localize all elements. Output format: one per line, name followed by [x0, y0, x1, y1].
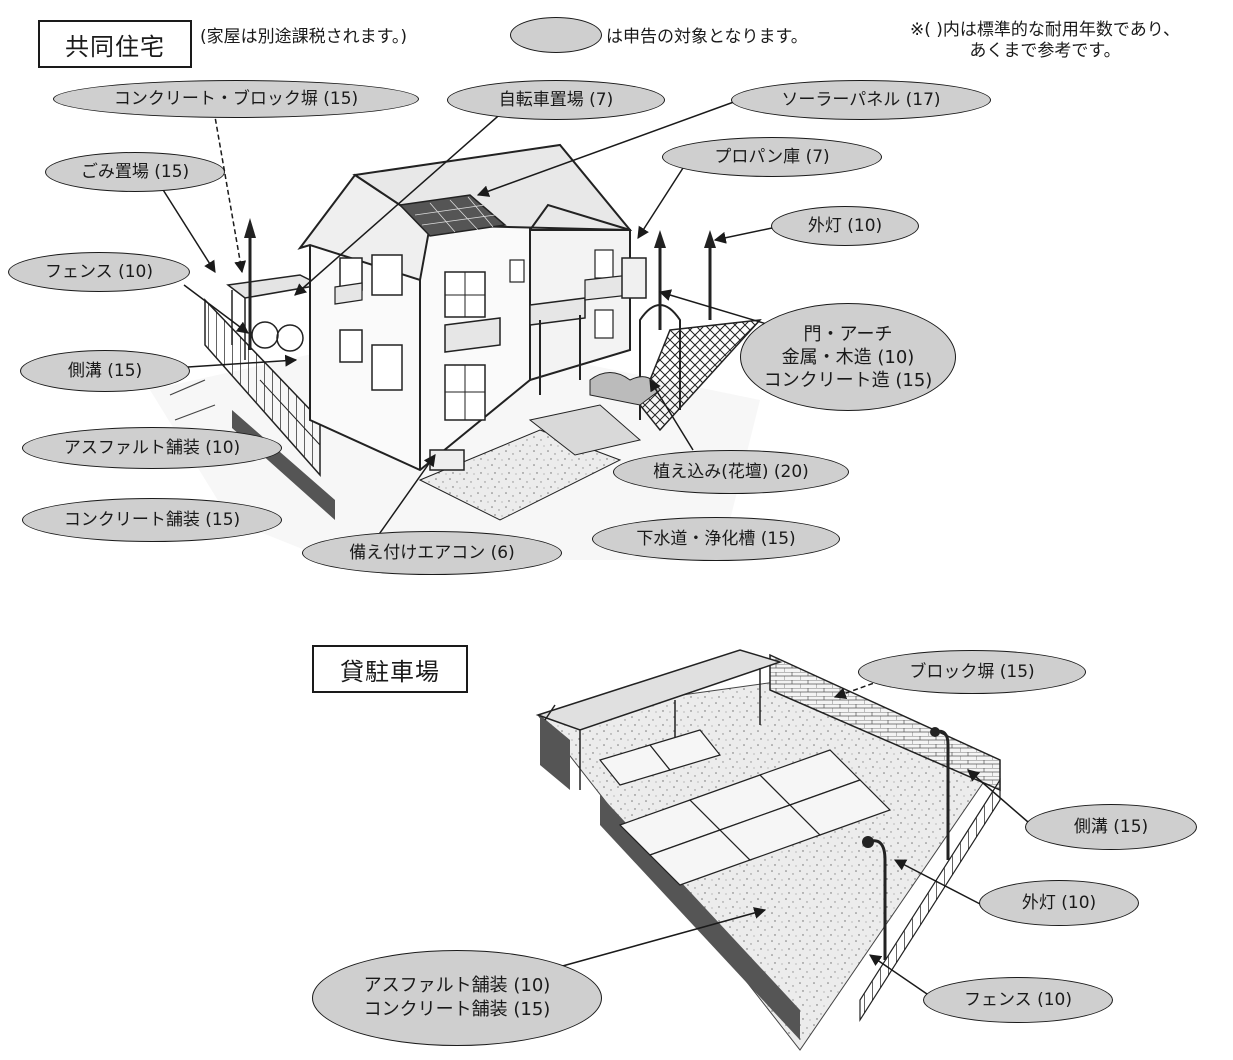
label-concrete-paving-text: コンクリート舗装 (15): [63, 510, 241, 530]
label-aircon: 備え付けエアコン (6): [302, 531, 562, 575]
label-parking-gutter: 側溝 (15): [1025, 804, 1197, 850]
label-sewer-text: 下水道・浄化槽 (15): [636, 529, 796, 549]
label-aircon-text: 備え付けエアコン (6): [349, 543, 515, 563]
label-gutter: 側溝 (15): [20, 350, 190, 392]
label-bicycle-parking-text: 自転車置場 (7): [498, 90, 614, 110]
label-gate-line2: 金属・木造 (10): [781, 346, 915, 368]
label-gate-line3: コンクリート造 (15): [763, 369, 933, 391]
label-propane-storage: プロパン庫 (7): [662, 137, 882, 177]
lifespan-note-line2: あくまで参考です。: [969, 41, 1121, 61]
legend-text: は申告の対象となります。: [606, 27, 808, 47]
legend-oval-swatch: [510, 17, 602, 53]
section-title-parking-text: 貸駐車場: [340, 657, 440, 686]
label-gate-line1: 門・アーチ: [803, 323, 893, 345]
label-parking-block-wall-text: ブロック塀 (15): [909, 662, 1035, 682]
label-parking-fence: フェンス (10): [923, 977, 1113, 1023]
label-fence-text: フェンス (10): [45, 262, 153, 282]
label-block-wall-text: コンクリート・ブロック塀 (15): [113, 89, 359, 109]
section-title-parking: 貸駐車場: [312, 645, 468, 693]
label-gate-arch: 門・アーチ 金属・木造 (10) コンクリート造 (15): [740, 303, 956, 411]
label-parking-gutter-text: 側溝 (15): [1073, 817, 1149, 837]
label-asphalt-paving: アスファルト舗装 (10): [22, 427, 282, 469]
label-parking-block-wall: ブロック塀 (15): [858, 650, 1086, 694]
label-block-wall: コンクリート・ブロック塀 (15): [53, 80, 419, 118]
label-concrete-paving: コンクリート舗装 (15): [22, 498, 282, 542]
section-title-apartment: 共同住宅: [38, 20, 192, 68]
label-parking-paving: アスファルト舗装 (10) コンクリート舗装 (15): [312, 950, 602, 1046]
label-parking-outdoor-light-text: 外灯 (10): [1021, 893, 1097, 913]
label-sewer: 下水道・浄化槽 (15): [592, 517, 840, 561]
label-solar-panel-text: ソーラーパネル (17): [781, 90, 941, 110]
label-propane-storage-text: プロパン庫 (7): [714, 147, 830, 167]
parking-illustration: [535, 649, 1001, 1051]
house-leader-lines: [159, 98, 773, 541]
label-garbage-area-text: ごみ置場 (15): [80, 162, 190, 182]
label-bicycle-parking: 自転車置場 (7): [447, 80, 665, 120]
label-garbage-area: ごみ置場 (15): [45, 152, 225, 192]
label-fence: フェンス (10): [8, 252, 190, 292]
label-asphalt-paving-text: アスファルト舗装 (10): [63, 438, 241, 458]
lifespan-note: ※( )内は標準的な耐用年数であり、 あくまで参考です。: [870, 20, 1220, 62]
tax-note: (家屋は別途課税されます。): [200, 27, 408, 47]
label-gutter-text: 側溝 (15): [67, 361, 143, 381]
lifespan-note-line1: ※( )内は標準的な耐用年数であり、: [909, 20, 1181, 40]
label-parking-paving-line1: アスファルト舗装 (10): [363, 975, 551, 996]
label-outdoor-light: 外灯 (10): [771, 206, 919, 246]
label-solar-panel: ソーラーパネル (17): [731, 80, 991, 120]
label-parking-paving-line2: コンクリート舗装 (15): [363, 999, 551, 1020]
section-title-apartment-text: 共同住宅: [65, 32, 165, 61]
apartment-illustration: [150, 143, 762, 560]
label-planting-text: 植え込み(花壇) (20): [653, 462, 809, 482]
label-parking-fence-text: フェンス (10): [964, 990, 1072, 1010]
label-planting: 植え込み(花壇) (20): [613, 450, 849, 494]
label-parking-outdoor-light: 外灯 (10): [979, 880, 1139, 926]
label-outdoor-light-text: 外灯 (10): [807, 216, 883, 236]
